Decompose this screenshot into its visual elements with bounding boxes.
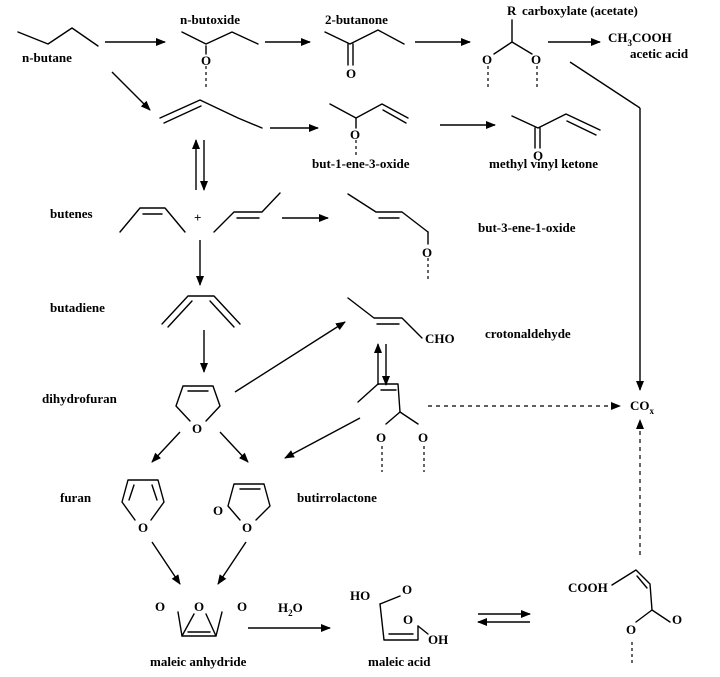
acetal-oxygen-right: O [418, 430, 428, 445]
but-1-ene-3-oxide-structure [329, 103, 409, 156]
crotonaldehyde-cho: CHO [425, 331, 455, 346]
mvk-structure [511, 113, 601, 149]
maleic-acid-oxygen-top: O [402, 582, 412, 597]
maleic-anhydride-ring [177, 611, 223, 637]
arrow-butane-to-butene [111, 71, 151, 111]
acetal-intermediate-structure [357, 383, 425, 472]
plus-sign: + [194, 210, 201, 225]
carboxylate-label: carboxylate (acetate) [522, 3, 638, 18]
acetal-oxygen-left: O [376, 430, 386, 445]
mvk-label: methyl vinyl ketone [489, 156, 598, 171]
adsorbed-cooh: COOH [568, 580, 608, 595]
anhydride-carbonyl-oxygen-left: O [155, 599, 165, 614]
acetic-acid-formula: CH3COOH [608, 30, 672, 48]
crotonaldehyde-label: crotonaldehyde [485, 326, 571, 341]
anhydride-ring-oxygen: O [194, 599, 204, 614]
butanone-structure [324, 29, 405, 66]
furan-ring [121, 479, 165, 521]
line-acetic-to-cox-a [569, 61, 641, 109]
n-butoxide-oxygen: O [201, 53, 211, 68]
anhydride-carbonyl-oxygen-right: O [237, 599, 247, 614]
arrow-dihydrofuran-to-lactone [219, 431, 249, 463]
but-3-ene-1-oxide-label: but-3-ene-1-oxide [478, 220, 576, 235]
arrow-acetal-to-lactone [284, 417, 361, 459]
n-butane-label: n-butane [22, 50, 72, 65]
but-1-ene-3-oxide-label: but-1-ene-3-oxide [312, 156, 410, 171]
maleic-acid-structure [379, 595, 429, 641]
equilibrium-butene-isomers [192, 139, 208, 191]
butanone-label: 2-butanone [325, 12, 388, 27]
carboxylate-r-group: R [507, 3, 517, 18]
butadiene-label: butadiene [50, 300, 105, 315]
maleic-anhydride-label: maleic anhydride [150, 654, 247, 669]
trans-2-butene-structure [213, 192, 281, 233]
maleic-acid-label: maleic acid [368, 654, 431, 669]
arrow-furan-to-anhydride [151, 541, 181, 585]
arrow-lactone-to-anhydride [217, 541, 247, 585]
n-butoxide-label: n-butoxide [180, 12, 240, 27]
mvk-oxygen: O [533, 148, 543, 163]
crotonaldehyde-structure [347, 297, 423, 339]
adsorbed-oxygen-right: O [672, 612, 682, 627]
butirrolactone-ring [227, 483, 271, 521]
acetic-acid-label: acetic acid [630, 46, 689, 61]
h2o-formula: H2O [278, 600, 303, 618]
adsorbed-oxygen-left: O [626, 622, 636, 637]
carboxylate-structure [487, 19, 538, 88]
butanone-oxygen: O [346, 66, 356, 81]
carboxylate-oxygen-right: O [531, 52, 541, 67]
arrow-dihydrofuran-to-crotonaldehyde [234, 321, 346, 393]
equilibrium-acid-adsorbed [477, 610, 531, 626]
butirrolactone-ring-oxygen: O [242, 520, 252, 535]
maleic-acid-oxygen-right: O [403, 612, 413, 627]
maleic-acid-ho: HO [350, 588, 370, 603]
adsorbed-maleate-structure [611, 569, 671, 664]
but-3-ene-1-oxide-structure [347, 193, 429, 282]
equilibrium-crotonaldehyde-acetal [374, 343, 390, 386]
furan-oxygen: O [138, 520, 148, 535]
butene-1-structure [159, 99, 263, 129]
butenes-label: butenes [50, 206, 93, 221]
butirrolactone-carbonyl-oxygen: O [213, 503, 223, 518]
butirrolactone-label: butirrolactone [297, 490, 377, 505]
butadiene-structure [161, 295, 241, 328]
arrow-dihydrofuran-to-furan [151, 431, 181, 463]
cis-2-butene-structure [119, 207, 186, 233]
maleic-acid-oh: OH [428, 632, 448, 647]
n-butane-structure [17, 27, 99, 47]
dihydrofuran-oxygen: O [192, 421, 202, 436]
cox-formula: COx [630, 398, 655, 416]
n-butoxide-structure [181, 31, 259, 88]
carboxylate-oxygen-left: O [482, 52, 492, 67]
butene-oxide-oxygen: O [350, 127, 360, 142]
dihydrofuran-label: dihydrofuran [42, 391, 118, 406]
furan-label: furan [60, 490, 92, 505]
but-3-ene-1-oxide-oxygen: O [422, 245, 432, 260]
dihydrofuran-ring [175, 385, 221, 422]
